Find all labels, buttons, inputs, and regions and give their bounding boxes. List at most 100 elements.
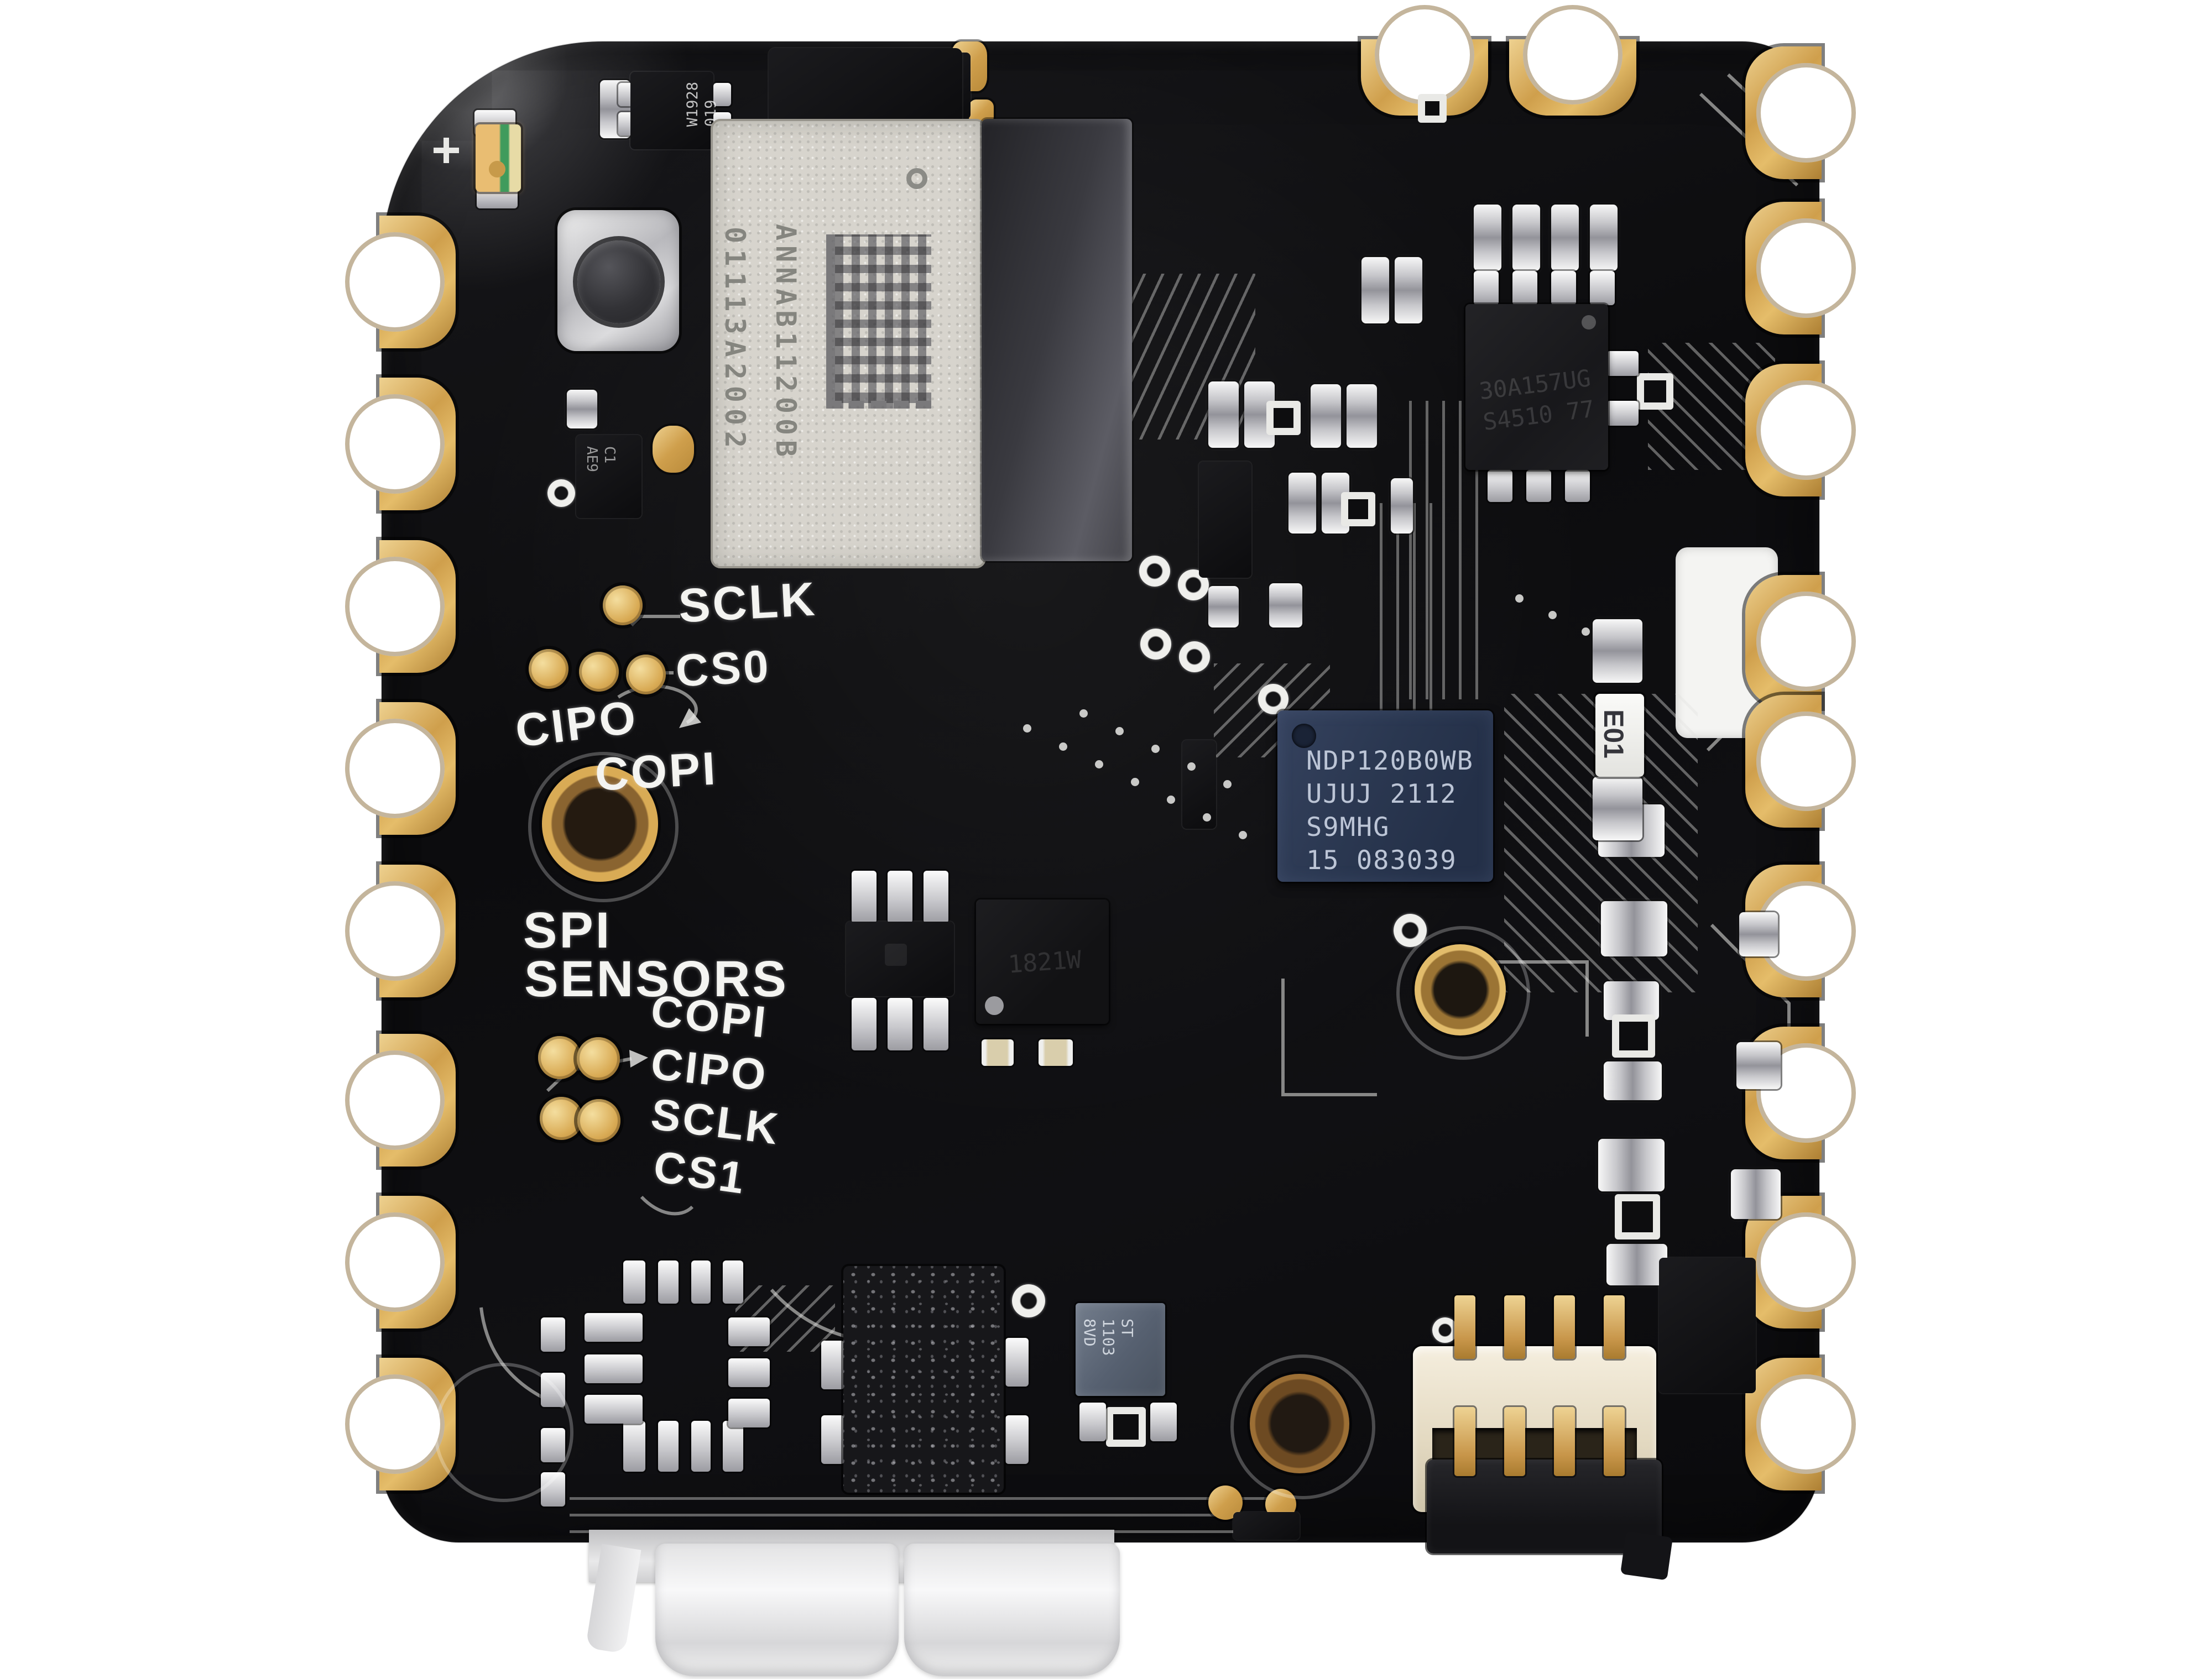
top-left-chip: W1928 019 (630, 72, 719, 149)
castellated-pad (1745, 46, 1856, 179)
solder-pad (821, 1341, 844, 1389)
chip-capacitor (1288, 473, 1316, 533)
solder-pad (821, 1415, 844, 1464)
pad-hole (345, 1050, 445, 1150)
chip-capacitor (1347, 384, 1377, 448)
solder-pad (1606, 351, 1639, 376)
solder-pad (541, 1317, 565, 1352)
test-point (547, 479, 575, 507)
sot23-marking-area (885, 944, 907, 966)
qfn-pin1-dot (985, 996, 1004, 1015)
solder-pad (728, 1358, 770, 1387)
solder-pad (852, 871, 877, 923)
solder-pad (723, 1421, 743, 1472)
silkscreen-square (1615, 1194, 1660, 1239)
module-pin1-marker (906, 168, 927, 189)
ferrite-bead-marking: E01 (1598, 709, 1629, 759)
label-cs0: CS0 (674, 641, 772, 697)
via-dot (1203, 813, 1211, 822)
test-point (1012, 1284, 1045, 1317)
usb-connector (585, 1530, 1120, 1679)
chip-capacitor (1512, 205, 1540, 271)
gold-breakout-pad (540, 1097, 583, 1140)
pad-hole (1375, 5, 1474, 104)
module-datamatrix (826, 234, 931, 409)
castellated-pad (345, 540, 456, 673)
solder-pad (623, 1421, 645, 1472)
connector-pin (1504, 1407, 1525, 1476)
chip-capacitor (567, 390, 597, 428)
bottom-blue-chip-marking: ST 1103 8VD (1081, 1319, 1136, 1356)
via-dot (1515, 594, 1524, 603)
chip-capacitor (1208, 381, 1239, 448)
solder-pad (1526, 470, 1551, 502)
solder-pad (691, 1260, 711, 1304)
test-point (1258, 684, 1288, 714)
castellated-pad (345, 378, 456, 510)
trace-hatch (1380, 503, 1441, 735)
castellated-pad (1361, 5, 1488, 116)
solder-pad (713, 83, 731, 106)
chip-capacitor (1593, 777, 1642, 840)
bottom-blue-chip: ST 1103 8VD (1076, 1303, 1165, 1396)
chip-capacitor (1606, 1244, 1667, 1285)
chip-capacitor (1395, 257, 1422, 323)
pad-hole (345, 881, 445, 981)
via-dot (1582, 627, 1590, 636)
label-sensors: SENSORS (524, 951, 789, 1007)
pad-hole (345, 719, 445, 818)
via-dot (1095, 760, 1103, 768)
chip-capacitor (1474, 205, 1501, 271)
chip-capacitor (1361, 257, 1389, 323)
pad-hole (1523, 5, 1623, 104)
led-gold-dot (489, 161, 505, 177)
top-edge-component-strip (769, 48, 962, 125)
solder-pad (1606, 401, 1639, 426)
button-plunger (577, 240, 660, 323)
pad-hole (345, 557, 445, 656)
chip-resistor (982, 1039, 1014, 1066)
test-point (1179, 641, 1210, 672)
label-spi: SPI (523, 902, 612, 959)
gold-breakout-pad (603, 585, 643, 625)
gold-breakout-pad (626, 655, 666, 694)
connector-pin (1554, 1295, 1575, 1359)
button-area-chip: C1 AE9 (576, 435, 641, 518)
dark-component (1182, 740, 1216, 829)
chip-capacitor (1311, 384, 1341, 448)
chip-capacitor (1551, 205, 1579, 271)
silkscreen-square (1612, 1014, 1655, 1058)
solder-pad (1565, 470, 1590, 502)
sot23-chip (846, 922, 954, 996)
solder-pad (658, 1260, 679, 1304)
pad-hole (1756, 63, 1856, 163)
pad-hole (1756, 1374, 1856, 1474)
solder-pad (658, 1421, 679, 1472)
ndp-pin1-dot (1292, 724, 1316, 748)
solder-pad (924, 871, 948, 923)
via-dot (1115, 727, 1124, 735)
solder-pad (1079, 1403, 1106, 1441)
chip-capacitor (1208, 586, 1239, 627)
solder-pad (852, 998, 877, 1050)
mounting-hole (542, 766, 658, 882)
solder-pad (888, 871, 912, 923)
castellated-pad (1745, 364, 1856, 496)
connector-pin (1604, 1295, 1625, 1359)
connector-pin (1454, 1295, 1475, 1359)
pad-hole (1756, 380, 1856, 480)
led-body (476, 124, 521, 192)
silkscreen-ring (1396, 926, 1530, 1060)
via-dot (1239, 831, 1247, 839)
center-qfn-chip: 1821W (976, 899, 1109, 1024)
castellated-pad (345, 1034, 456, 1167)
rgb-led (434, 110, 541, 212)
chip-capacitor (1731, 1169, 1781, 1219)
silkscreen-square (1106, 1407, 1146, 1447)
pad-hole (1756, 1212, 1856, 1312)
pad-hole (1756, 712, 1856, 811)
ndp-chip: NDP120B0WB UJUJ 2112 S9MHG 15 083039 (1277, 710, 1493, 882)
chip-capacitor (1598, 1139, 1665, 1191)
anna-module-marking-line2: 01113A2002 (719, 227, 751, 454)
